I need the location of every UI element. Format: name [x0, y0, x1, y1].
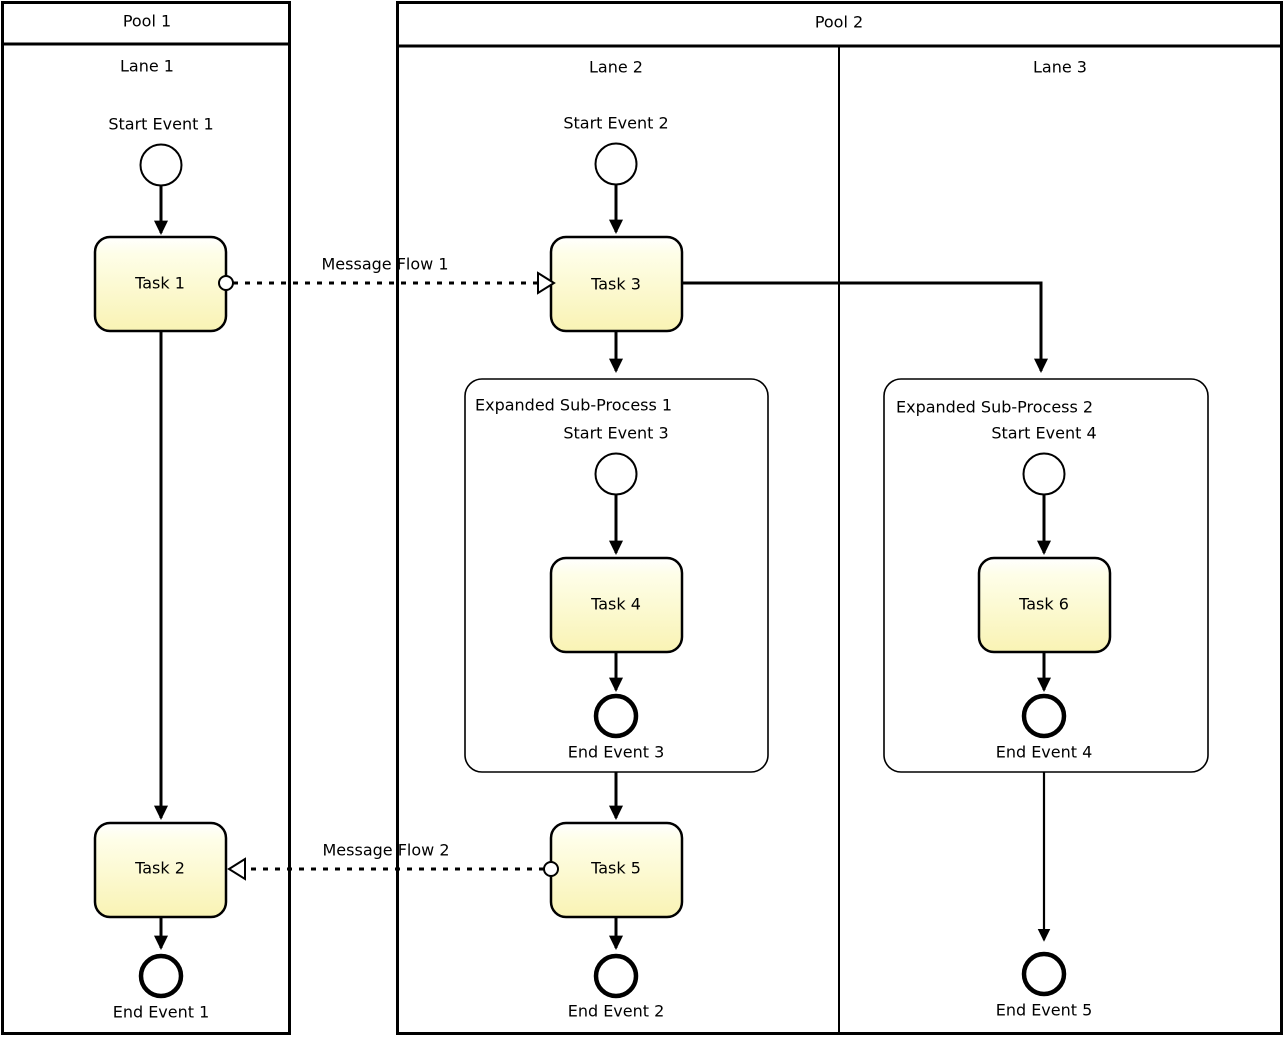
start-event-3[interactable]: Start Event 3: [563, 424, 669, 496]
start-event-4[interactable]: Start Event 4: [991, 424, 1097, 496]
end-event-1[interactable]: End Event 1: [113, 953, 210, 1022]
start-event-2-circle: [594, 142, 638, 186]
start-event-2-label: Start Event 2: [563, 114, 668, 133]
end-event-3-label: End Event 3: [568, 743, 665, 762]
end-event-5-circle: [1021, 951, 1067, 997]
start-event-3-label: Start Event 3: [563, 424, 668, 443]
sub-process-1-label: Expanded Sub-Process 1: [475, 396, 672, 415]
end-event-4-label: End Event 4: [996, 743, 1093, 762]
task-6-label: Task 6: [1018, 595, 1069, 614]
task-5[interactable]: Task 5: [549, 821, 684, 919]
sequence-flow-task3-sub2: [682, 281, 1049, 373]
end-event-2-circle: [593, 953, 639, 999]
pool-2[interactable]: Pool 2 Lane 2 Lane 3 Start Event 2 Task …: [396, 1, 1283, 1035]
end-event-4-circle: [1021, 693, 1067, 739]
task-5-label: Task 5: [590, 859, 641, 878]
start-event-2[interactable]: Start Event 2: [563, 114, 669, 186]
lane-2-label: Lane 2: [589, 58, 643, 77]
end-event-2-label: End Event 2: [568, 1002, 665, 1021]
end-event-4[interactable]: End Event 4: [996, 693, 1093, 762]
end-event-5-label: End Event 5: [996, 1001, 1093, 1020]
task-3-label: Task 3: [590, 275, 641, 294]
message-flow-1-source-marker: [218, 275, 234, 291]
end-event-5[interactable]: End Event 5: [996, 951, 1093, 1020]
start-event-3-circle: [594, 452, 638, 496]
task-3[interactable]: Task 3: [549, 235, 684, 333]
pool-1-outline: [1, 1, 291, 1035]
message-flow-1-arrowhead: [537, 271, 556, 295]
lane-2[interactable]: Lane 2: [589, 58, 643, 77]
start-event-1-circle: [139, 143, 183, 187]
task-2[interactable]: Task 2: [93, 821, 228, 919]
start-event-4-label: Start Event 4: [991, 424, 1096, 443]
lane-1[interactable]: Lane 1: [120, 57, 174, 76]
message-flow-2-source-marker: [543, 861, 559, 877]
end-event-3-circle: [593, 693, 639, 739]
lane-3-label: Lane 3: [1033, 58, 1087, 77]
expanded-sub-process-2[interactable]: Expanded Sub-Process 2 Start Event 4 Tas…: [883, 378, 1209, 773]
pool-2-outline: [396, 1, 1283, 1035]
task-2-label: Task 2: [134, 859, 185, 878]
lane-1-label: Lane 1: [120, 57, 174, 76]
message-flow-2[interactable]: Message Flow 2: [227, 841, 559, 881]
lane-3[interactable]: Lane 3: [1033, 58, 1087, 77]
task-4[interactable]: Task 4: [549, 556, 684, 654]
message-flow-2-label: Message Flow 2: [323, 841, 450, 860]
expanded-sub-process-1[interactable]: Expanded Sub-Process 1 Start Event 3 Tas…: [464, 378, 769, 773]
task-1[interactable]: Task 1: [93, 235, 228, 333]
task-1-label: Task 1: [134, 274, 185, 293]
start-event-1-label: Start Event 1: [108, 115, 213, 134]
pool-1-label: Pool 1: [123, 12, 171, 31]
message-flow-1[interactable]: Message Flow 1: [218, 255, 556, 295]
task-4-label: Task 4: [590, 595, 641, 614]
end-event-1-label: End Event 1: [113, 1003, 210, 1022]
pool-1[interactable]: Pool 1 Lane 1 Start Event 1 Task 1: [1, 1, 291, 1035]
message-flow-1-label: Message Flow 1: [322, 255, 449, 274]
end-event-1-circle: [138, 953, 184, 999]
start-event-1[interactable]: Start Event 1: [108, 115, 214, 187]
sub-process-2-label: Expanded Sub-Process 2: [896, 398, 1093, 417]
end-event-2[interactable]: End Event 2: [568, 953, 665, 1021]
message-flow-2-arrowhead: [227, 857, 246, 881]
end-event-3[interactable]: End Event 3: [568, 693, 665, 762]
pool-2-label: Pool 2: [815, 13, 863, 32]
task-6[interactable]: Task 6: [977, 556, 1112, 654]
start-event-4-circle: [1022, 452, 1066, 496]
